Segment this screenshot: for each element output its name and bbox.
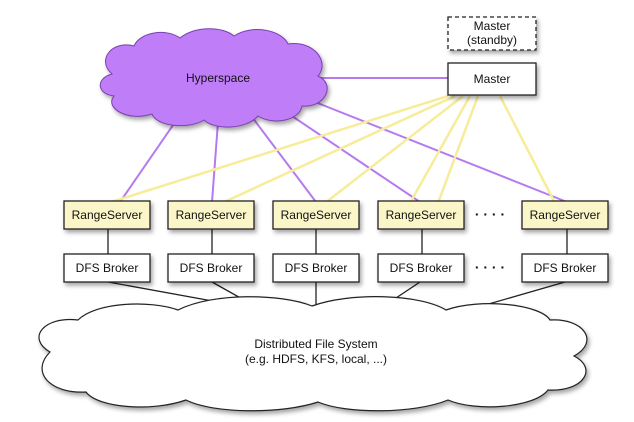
rangeserver-label: RangeServer <box>386 208 457 222</box>
filesystem-label-line2: (e.g. HDFS, KFS, local, ...) <box>245 352 387 366</box>
link-master-rangeserver-3 <box>324 95 464 204</box>
master-node: Master <box>447 62 537 96</box>
rangeserver-node: RangeServer <box>521 200 609 230</box>
rangeserver-box <box>521 200 609 230</box>
dfs-broker-label: DFS Broker <box>180 261 243 275</box>
rangeserver-label: RangeServer <box>281 208 352 222</box>
hyperspace-cloud-shape <box>99 28 328 128</box>
link-hyperspace-rangeserver-3 <box>251 116 317 203</box>
dfs-broker-node: DFS Broker <box>377 253 465 283</box>
dfs-broker-label: DFS Broker <box>76 261 139 275</box>
rangeserver-label: RangeServer <box>72 208 143 222</box>
link-hyperspace-rangeserver-4 <box>279 107 421 203</box>
master-label: Master <box>474 72 511 86</box>
dfs-broker-row: DFS Broker DFS Broker DFS Broker DFS Bro… <box>63 253 609 283</box>
rangeserver-label: RangeServer <box>530 208 601 222</box>
dfs-broker-node: DFS Broker <box>63 253 151 283</box>
link-master-rangeserver-4a <box>436 95 480 204</box>
dfs-broker-box <box>521 253 609 283</box>
dfs-broker-label: DFS Broker <box>390 261 453 275</box>
dfs-broker-ellipsis: · · · · <box>475 259 505 275</box>
rangeserver-box <box>272 200 360 230</box>
dfs-broker-box <box>167 253 255 283</box>
dfs-broker-node: DFS Broker <box>272 253 360 283</box>
link-hyperspace-rangeserver-5 <box>304 97 568 203</box>
dfs-broker-node: DFS Broker <box>521 253 609 283</box>
link-hyperspace-rangeserver-1 <box>119 114 181 203</box>
rangeserver-box <box>167 200 255 230</box>
rangeserver-row: RangeServer RangeServer RangeServer Rang… <box>63 200 609 230</box>
rangeserver-node: RangeServer <box>63 200 151 230</box>
rangeserver-box <box>377 200 465 230</box>
dfs-broker-label: DFS Broker <box>285 261 348 275</box>
master-standby-node: Master (standby) <box>447 16 537 51</box>
rangeserver-label: RangeServer <box>176 208 247 222</box>
rangeserver-box <box>63 200 151 230</box>
dfs-broker-node: DFS Broker <box>167 253 255 283</box>
filesystem-node: Distributed File System (e.g. HDFS, KFS,… <box>38 296 588 412</box>
rangeserver-node: RangeServer <box>377 200 465 230</box>
master-standby-box <box>447 16 537 51</box>
filesystem-label-line1: Distributed File System <box>254 337 377 351</box>
dfs-broker-box <box>63 253 151 283</box>
link-master-rangeserver-1 <box>107 94 449 205</box>
dfs-broker-box <box>272 253 360 283</box>
dfs-broker-label: DFS Broker <box>534 261 597 275</box>
link-master-rangeserver-2 <box>221 94 456 205</box>
master-standby-label-line2: (standby) <box>467 33 517 47</box>
link-master-rangeserver-5 <box>498 95 557 204</box>
hyperspace-node: Hyperspace <box>99 28 328 128</box>
link-master-rangeserver-4b <box>408 95 472 204</box>
link-hyperspace-rangeserver-2 <box>211 121 219 203</box>
rangeserver-node: RangeServer <box>272 200 360 230</box>
master-box <box>447 62 537 96</box>
rangeserver-node: RangeServer <box>167 200 255 230</box>
rangeserver-ellipsis: · · · · <box>475 206 505 222</box>
master-standby-label-line1: Master <box>474 19 511 33</box>
dfs-broker-box <box>377 253 465 283</box>
hyperspace-label: Hyperspace <box>186 71 250 85</box>
filesystem-cloud-shape <box>38 296 588 412</box>
